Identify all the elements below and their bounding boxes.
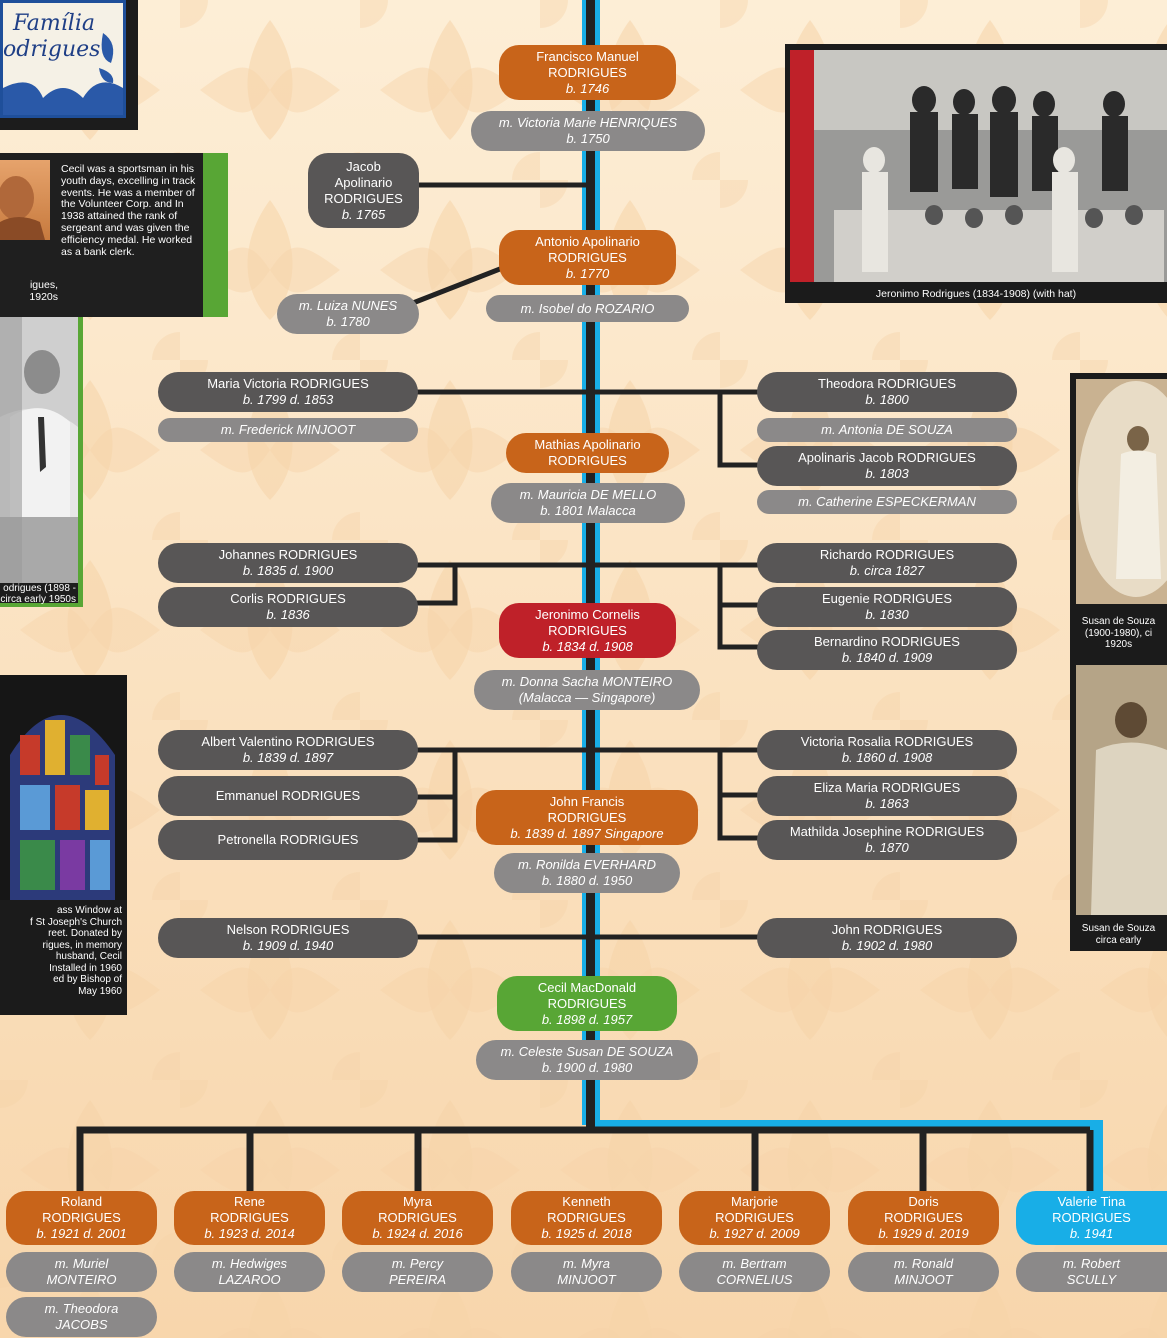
stained-glass-caption: ass Window at f St Joseph's Church reet.… [30, 905, 122, 997]
susan-caption-2: Susan de Souza circa early [1081, 923, 1156, 946]
spouse-theodora: m. Antonia DE SOUZA [757, 418, 1017, 442]
familia-plaque: Família odrigues [0, 0, 138, 130]
person-petronella: Petronella RODRIGUES [158, 820, 418, 860]
stained-glass-window [0, 675, 127, 900]
cecil-photo2-caption: odrigues (1898 - circa early 1950s [0, 583, 76, 605]
plaque-text-line1: Família [13, 11, 95, 36]
susan-portrait-2 [1076, 665, 1167, 915]
cecil-bio-panel: igues, 1920s Cecil was a sportsman in hi… [0, 153, 228, 317]
susan-portrait-1 [1076, 379, 1167, 604]
spouse-antonio-2: m. Isobel do ROZARIO [486, 295, 689, 322]
spouse-jeronimo: m. Donna Sacha MONTEIRO(Malacca — Singap… [474, 670, 700, 710]
cecil-young-photo [0, 160, 50, 240]
spouse-maria: m. Frederick MINJOOT [158, 418, 418, 442]
jeronimo-photo-caption: Jeronimo Rodrigues (1834-1908) (with hat… [875, 288, 1077, 300]
stained-glass-panel: ass Window at f St Joseph's Church reet.… [0, 675, 127, 1015]
cecil-photo1-caption: igues, 1920s [29, 279, 58, 303]
cecil-bio-text: Cecil was a sportsman in his youth days,… [61, 163, 196, 258]
person-emmanuel: Emmanuel RODRIGUES [158, 776, 418, 816]
cecil-portrait [0, 317, 78, 583]
susan-caption-1: Susan de Souza (1900-1980), ci 1920s [1081, 616, 1156, 650]
cecil-older-photo-panel: odrigues (1898 - circa early 1950s [0, 317, 83, 607]
jeronimo-family-photo: Jeronimo Rodrigues (1834-1908) (with hat… [785, 44, 1167, 303]
plaque-text-line2: odrigues [3, 37, 101, 62]
susan-photos-panel: Susan de Souza (1900-1980), ci 1920s Sus… [1070, 373, 1167, 951]
spouse-apolinaris: m. Catherine ESPECKERMAN [757, 490, 1017, 514]
